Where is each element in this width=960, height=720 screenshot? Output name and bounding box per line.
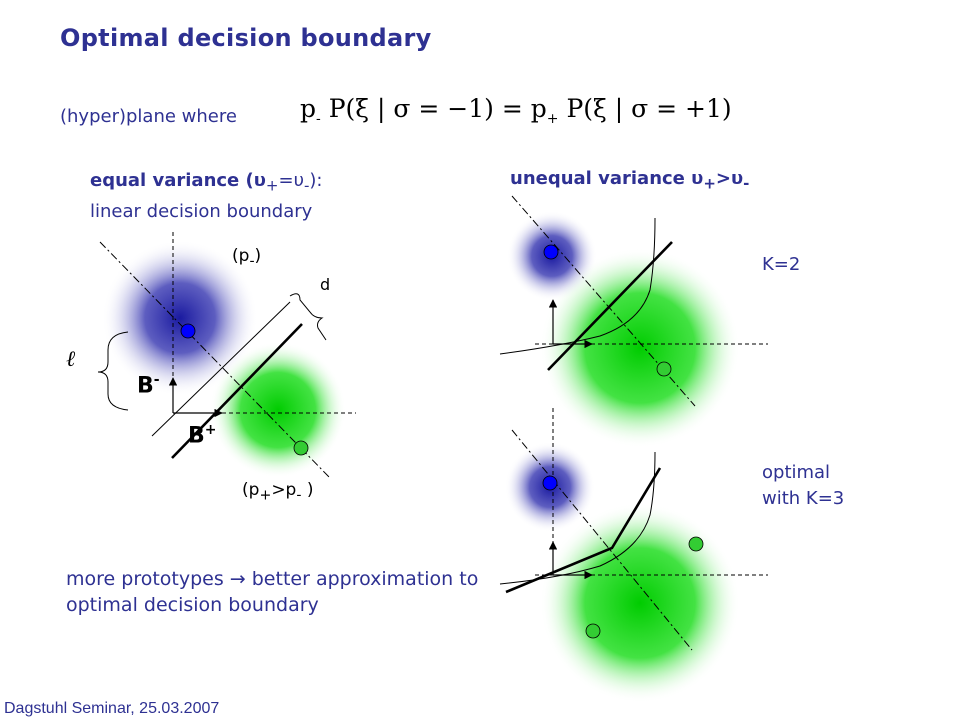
formula-equals: = [501,94,523,123]
formula-rhs: P(ξ | σ = +1) [566,94,732,123]
prototype-blue-bottom [542,475,558,491]
left-diagram [97,232,356,479]
uneq-heading-sub2: - [743,174,750,193]
optimal-line2: with K=3 [762,488,845,509]
right-bottom-diagram [499,408,768,703]
label-B-minus-a: B [137,373,154,399]
label-p-compare-sub2: - [296,487,302,504]
thin-boundary-line [151,301,291,437]
prototype-green [293,440,309,456]
dashdot-axis [99,241,331,479]
right-top-diagram [499,195,768,448]
brace-ell [97,331,129,411]
eq-heading-end: ): [309,170,323,191]
label-B-plus-sup: + [204,422,217,438]
label-p-compare-end: ) [301,480,314,500]
uneq-heading-a: unequal variance υ [510,168,704,189]
green-class-blob-bottom [540,503,740,703]
formula-plus-sub: + [546,111,559,127]
formula-p-plus: p [530,94,547,123]
label-d: d [320,275,331,294]
label-p-compare-sub1: + [259,487,272,504]
footer-text: Dagstuhl Seminar, 25.03.2007 [4,700,220,717]
bayes-formula: p- P(ξ | σ = −1) = p+ P(ξ | σ = +1) [300,94,732,127]
brace-d [289,293,327,341]
eq-heading-minus-sub: - [303,176,310,195]
equal-variance-heading: equal variance (υ+=υ-): linear decision … [90,168,323,225]
uneq-heading-mid: >υ [715,168,744,189]
hyperplane-label: (hyper)plane where [60,106,237,127]
label-optimal-k3: optimal with K=3 [762,460,844,512]
eq-heading-a: equal variance (υ [90,170,266,191]
formula-p-minus: p [300,94,317,123]
eq-heading-line2: linear decision boundary [90,200,313,222]
label-p-minus-a: (p [232,246,250,266]
label-B-minus: B- [137,372,160,398]
prototype-green-bottom-1 [688,536,704,552]
label-p-minus-sub: - [249,253,255,270]
dashdot-axis-top [511,195,696,407]
dashdot-axis-bottom [511,429,693,651]
label-p-compare-mid: >p [271,480,297,500]
label-p-compare: (p+>p- ) [242,480,314,503]
eq-heading-plus-sub: + [265,176,279,195]
green-class-blob [210,342,346,478]
piecewise-boundary-bottom [505,467,662,594]
eq-heading-mid: =υ [278,170,304,191]
label-p-minus-end: ) [254,246,262,266]
prototype-green-top [656,361,672,377]
conclusion-text: more prototypes → better approximation t… [66,568,479,616]
formula-minus-sub: - [316,111,321,127]
label-B-plus: B+ [188,422,217,448]
prototype-green-bottom-2 [585,623,601,639]
shifted-decision-boundary [171,323,303,459]
slide-title: Optimal decision boundary [60,24,432,52]
label-B-plus-a: B [188,423,205,449]
label-k2: K=2 [762,254,801,275]
uneq-heading-sub1: + [703,174,716,193]
prototype-blue [180,323,196,339]
blue-class-blob [102,240,258,396]
label-ell: ℓ [66,347,76,372]
label-p-minus: (p-) [232,246,261,269]
unequal-variance-heading: unequal variance υ+>υ- [510,168,749,193]
green-class-blob-top [540,248,740,448]
label-p-compare-a: (p [242,480,260,500]
formula-lhs: P(ξ | σ = −1) [328,94,494,123]
optimal-line1: optimal [762,462,831,483]
label-B-minus-sup: - [153,372,160,388]
linear-boundary-top [547,241,673,371]
optimal-curve-bottom [499,451,656,585]
prototype-blue-top [543,244,559,260]
